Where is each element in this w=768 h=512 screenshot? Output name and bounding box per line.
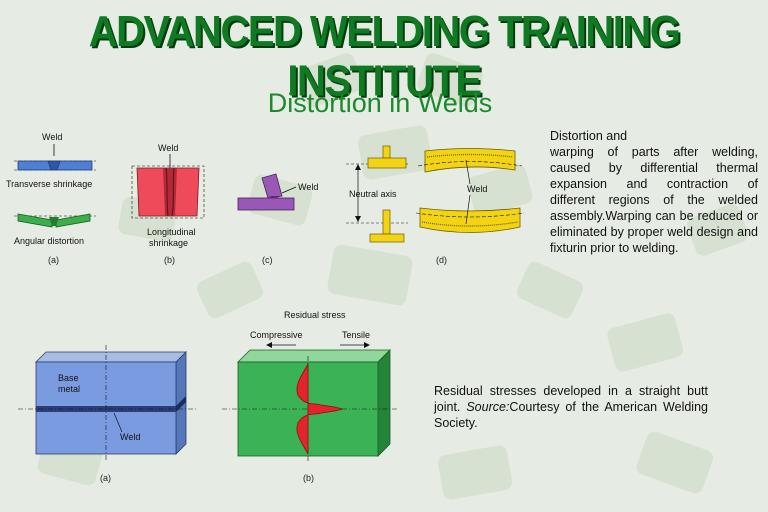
panel-c-top: Weld (c) bbox=[237, 173, 318, 265]
butt-joint-panel: Base metal Weld (a) bbox=[18, 345, 196, 483]
weld-label-bottom: Weld bbox=[120, 432, 140, 442]
weld-label-c: Weld bbox=[298, 182, 318, 192]
caption-bottom-b: (b) bbox=[303, 473, 314, 483]
weld-label-b: Weld bbox=[158, 143, 178, 153]
caption-top-d: (d) bbox=[436, 255, 447, 265]
weld-label-d: Weld bbox=[467, 184, 487, 194]
slide-title: ADVANCED WELDING TRAINING INSTITUTE bbox=[88, 7, 681, 106]
residual-stress-panel: Residual stress Compressive Tensile (b) bbox=[222, 310, 398, 483]
compressive-label: Compressive bbox=[250, 330, 303, 340]
angular-plate-left bbox=[17, 213, 53, 228]
description-top-first: Distortion and bbox=[550, 129, 628, 143]
caption-bottom-a: (a) bbox=[100, 473, 111, 483]
beam-top bbox=[424, 148, 516, 173]
panel-a-top: Weld Transverse shrinkage Angular distor… bbox=[6, 132, 96, 265]
beam-bottom bbox=[419, 207, 521, 233]
transverse-shrinkage-label: Transverse shrinkage bbox=[6, 179, 92, 189]
neutral-axis-label: Neutral axis bbox=[349, 189, 397, 199]
panel-d-top: Neutral axis Weld (d) bbox=[346, 145, 525, 265]
distortion-description: Distortion and warping of parts after we… bbox=[550, 128, 758, 256]
longitudinal-label-2: shrinkage bbox=[149, 238, 188, 248]
description-bottom-main: Residual stresses developed in a straigh… bbox=[434, 384, 708, 414]
caption-top-c: (c) bbox=[262, 255, 273, 265]
weld-label-a: Weld bbox=[42, 132, 62, 142]
caption-top-b: (b) bbox=[164, 255, 175, 265]
stress-profile bbox=[296, 363, 343, 455]
longitudinal-label-1: Longitudinal bbox=[147, 227, 196, 237]
base-metal-label-2: metal bbox=[58, 384, 80, 394]
residual-stress-label: Residual stress bbox=[284, 310, 346, 320]
residual-stress-description: Residual stresses developed in a straigh… bbox=[434, 383, 708, 431]
angular-distortion-label: Angular distortion bbox=[14, 236, 84, 246]
description-bottom-source: Courtesy of the American Welding Society… bbox=[434, 400, 708, 430]
base-metal-label-1: Base bbox=[58, 373, 79, 383]
slide-subtitle: Distortion in Welds bbox=[267, 88, 493, 118]
description-bottom-source-label: Source: bbox=[466, 400, 510, 414]
caption-top-a: (a) bbox=[48, 255, 59, 265]
panel-b-top: Weld Longitudinal shrinkage (b) bbox=[131, 143, 205, 265]
description-top: warping of parts after welding, caused b… bbox=[550, 145, 758, 255]
purple-base bbox=[237, 197, 295, 211]
tensile-label: Tensile bbox=[342, 330, 370, 340]
purple-web bbox=[261, 173, 283, 199]
